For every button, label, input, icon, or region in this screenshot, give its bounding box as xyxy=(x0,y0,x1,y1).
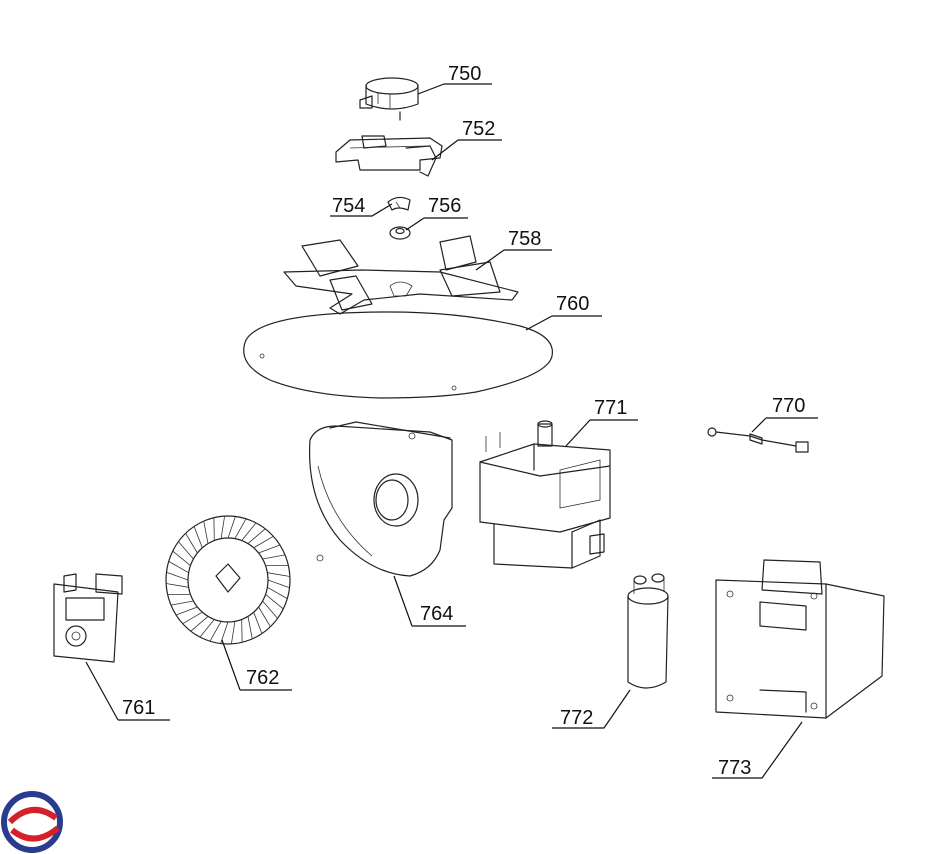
fan-blade xyxy=(220,621,229,644)
fan-blade xyxy=(231,621,236,644)
fan-blade xyxy=(253,612,263,634)
callout-758: 758 xyxy=(475,228,552,271)
fan-blade xyxy=(247,528,266,544)
fan-blade xyxy=(166,583,189,588)
fan-blade xyxy=(190,616,209,632)
part-772-capacitor xyxy=(627,573,669,689)
fan-blade xyxy=(253,535,274,549)
callout-label: 771 xyxy=(594,397,627,419)
part-770-wire xyxy=(707,427,809,453)
part-756-washer xyxy=(389,226,411,240)
fan-blade xyxy=(265,594,284,610)
callout-756: 756 xyxy=(405,195,468,231)
callout-label: 761 xyxy=(122,697,155,719)
fan-blade xyxy=(262,600,278,619)
callout-label: 762 xyxy=(246,667,279,689)
callout-label: 773 xyxy=(718,757,751,779)
callout-label: 772 xyxy=(560,707,593,729)
part-754-coupler xyxy=(387,196,411,211)
fan-blade xyxy=(203,521,209,544)
fan-blade xyxy=(247,616,253,639)
part-762-fan-wheel xyxy=(165,515,291,645)
part-758-stirrer-blade xyxy=(283,235,519,315)
callout-760: 760 xyxy=(525,293,602,331)
callout-764: 764 xyxy=(393,575,466,627)
callout-770: 770 xyxy=(751,395,818,433)
fan-blade xyxy=(227,516,236,539)
fan-blade xyxy=(258,606,271,627)
callout-label: 758 xyxy=(508,228,541,250)
callout-754: 754 xyxy=(330,195,393,217)
fan-blade xyxy=(166,571,189,581)
callout-label: 770 xyxy=(772,395,805,417)
callout-761: 761 xyxy=(85,661,170,721)
part-764-fan-housing xyxy=(308,421,453,577)
fan-blade xyxy=(168,561,189,574)
callout-762: 762 xyxy=(221,639,292,691)
fan-blade xyxy=(170,600,194,606)
part-773-transformer xyxy=(715,559,885,719)
fan-blade xyxy=(185,533,198,554)
fan-blade xyxy=(220,516,225,539)
part-760-plate xyxy=(243,311,553,399)
fan-blade xyxy=(262,554,286,560)
part-761-motor xyxy=(53,573,123,663)
fan-blade xyxy=(241,522,257,541)
callout-label: 764 xyxy=(420,603,453,625)
callout-label: 754 xyxy=(332,195,365,217)
fan-blade xyxy=(172,550,191,566)
fan-blade xyxy=(209,621,222,642)
fan-blade xyxy=(193,526,203,548)
fan-blade xyxy=(267,579,290,589)
fan-blade xyxy=(178,541,194,560)
callout-label: 760 xyxy=(556,293,589,315)
callout-771: 771 xyxy=(565,397,638,447)
fan-blade xyxy=(267,586,288,599)
fan-blade xyxy=(267,572,290,577)
callout-label: 750 xyxy=(448,63,481,85)
part-750-stirrer-motor xyxy=(359,77,419,121)
fan-blade xyxy=(175,606,198,616)
part-771-magnetron xyxy=(479,420,611,569)
callout-label: 752 xyxy=(462,118,495,140)
fan-blade xyxy=(199,619,215,638)
callout-750: 750 xyxy=(417,63,492,95)
part-752-bracket xyxy=(335,135,443,177)
callout-772: 772 xyxy=(552,689,631,729)
brand-logo-icon xyxy=(1,791,63,853)
fan-blade xyxy=(258,544,281,554)
fan-blade xyxy=(234,518,247,539)
callout-label: 756 xyxy=(428,195,461,217)
fan-blade xyxy=(182,611,203,625)
callout-773: 773 xyxy=(712,721,803,779)
callout-752: 752 xyxy=(431,118,502,161)
